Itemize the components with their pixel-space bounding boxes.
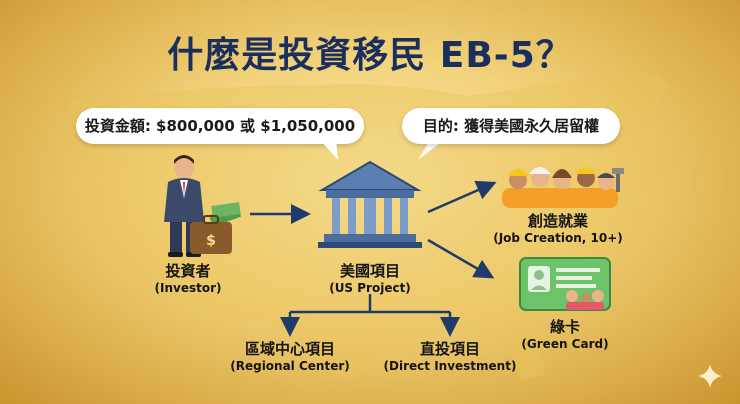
page-title: 什麼是投資移民 EB-5？ bbox=[167, 35, 573, 76]
job-creation-label-zh: 創造就業 bbox=[527, 212, 588, 230]
green-card-label: 綠卡 (Green Card) bbox=[505, 318, 625, 352]
us-project-label: 美國項目 (US Project) bbox=[310, 262, 430, 296]
investment-amount-text: 投資金額: $800,000 或 $1,050,000 bbox=[84, 117, 356, 135]
goal-bubble: 目的: 獲得美國永久居留權 bbox=[402, 108, 620, 144]
us-project-label-en: (US Project) bbox=[329, 281, 411, 295]
green-card-label-zh: 綠卡 bbox=[549, 318, 580, 336]
businessman-with-money-icon: $ bbox=[164, 155, 242, 257]
regional-center-label: 區域中心項目 (Regional Center) bbox=[220, 340, 360, 374]
direct-investment-label: 直投項目 (Direct Investment) bbox=[375, 340, 525, 374]
bank-building-icon bbox=[318, 160, 422, 248]
investor-label-zh: 投資者 bbox=[165, 262, 211, 280]
green-card-icon bbox=[519, 257, 611, 311]
arrow-project-to-greencard bbox=[427, 238, 495, 279]
svg-text:$: $ bbox=[206, 233, 216, 249]
goal-text: 目的: 獲得美國永久居留權 bbox=[422, 117, 600, 135]
regional-center-label-en: (Regional Center) bbox=[230, 359, 350, 373]
green-card-label-en: (Green Card) bbox=[521, 337, 609, 351]
investor-label-en: (Investor) bbox=[154, 281, 222, 295]
job-creation-label: 創造就業 (Job Creation, 10+) bbox=[486, 212, 630, 246]
direct-investment-label-zh: 直投項目 bbox=[419, 340, 480, 358]
investment-bubble-tail bbox=[320, 140, 338, 160]
arrow-project-to-jobs bbox=[427, 180, 497, 214]
workers-group-icon bbox=[502, 167, 624, 208]
us-project-label-zh: 美國項目 bbox=[339, 262, 400, 280]
sparkle-icon bbox=[698, 364, 722, 388]
regional-center-label-zh: 區域中心項目 bbox=[244, 340, 335, 358]
goal-bubble-tail bbox=[418, 140, 444, 160]
investment-amount-bubble: 投資金額: $800,000 或 $1,050,000 bbox=[76, 108, 364, 144]
direct-investment-label-en: (Direct Investment) bbox=[383, 359, 517, 373]
investor-label: 投資者 (Investor) bbox=[128, 262, 248, 296]
branch-arrows bbox=[280, 294, 460, 337]
job-creation-label-en: (Job Creation, 10+) bbox=[493, 231, 623, 245]
